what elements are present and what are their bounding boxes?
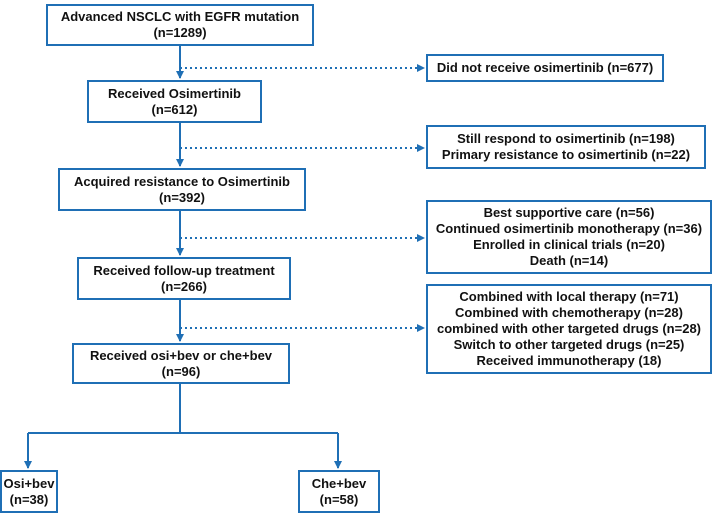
exclusion-line: Switch to other targeted drugs (n=25) bbox=[453, 337, 685, 352]
box-count: (n=38) bbox=[9, 491, 49, 507]
box-count: (n=1289) bbox=[153, 25, 207, 40]
box-line: Advanced NSCLC with EGFR mutation bbox=[60, 9, 300, 24]
exclusion-line: Primary resistance to osimertinib (n=22) bbox=[441, 147, 691, 162]
exclusion-line: Did not receive osimertinib (n=677) bbox=[436, 60, 654, 75]
box-count: (n=58) bbox=[319, 491, 359, 507]
box-che-bev: Che+bev (n=58) bbox=[298, 470, 380, 513]
box-line: Acquired resistance to Osimertinib bbox=[73, 173, 290, 189]
exclusion-line: Combined with local therapy (n=71) bbox=[459, 289, 679, 304]
box-line: Received follow-up treatment bbox=[93, 262, 275, 278]
box-follow-up-treatment: Received follow-up treatment (n=266) bbox=[77, 257, 291, 300]
box-received-osimertinib: Received Osimertinib (n=612) bbox=[87, 80, 262, 123]
exclusion-line: Combined with chemotherapy (n=28) bbox=[455, 305, 683, 320]
box-other-treatments: Combined with local therapy (n=71) Combi… bbox=[426, 284, 712, 374]
box-osi-bev: Osi+bev (n=38) bbox=[0, 470, 58, 513]
exclusion-line: Death (n=14) bbox=[529, 253, 609, 268]
box-count: (n=266) bbox=[161, 278, 207, 294]
box-line: Received Osimertinib bbox=[108, 85, 241, 101]
exclusion-line: Still respond to osimertinib (n=198) bbox=[457, 131, 675, 146]
box-still-respond: Still respond to osimertinib (n=198) Pri… bbox=[426, 125, 706, 169]
box-best-supportive-care: Best supportive care (n=56) Continued os… bbox=[426, 200, 712, 274]
box-did-not-receive: Did not receive osimertinib (n=677) bbox=[426, 54, 664, 82]
box-line: Che+bev bbox=[311, 475, 367, 491]
exclusion-line: Enrolled in clinical trials (n=20) bbox=[473, 237, 665, 252]
box-count: (n=392) bbox=[159, 189, 205, 205]
exclusion-line: Continued osimertinib monotherapy (n=36) bbox=[435, 221, 703, 236]
box-count: (n=612) bbox=[151, 101, 198, 117]
exclusion-line: combined with other targeted drugs (n=28… bbox=[437, 321, 701, 336]
exclusion-line: Received immunotherapy (18) bbox=[476, 353, 662, 368]
box-line: Osi+bev bbox=[3, 475, 55, 491]
exclusion-line: Best supportive care (n=56) bbox=[483, 205, 655, 220]
box-advanced-nsclc: Advanced NSCLC with EGFR mutation (n=128… bbox=[46, 4, 314, 46]
box-acquired-resistance: Acquired resistance to Osimertinib (n=39… bbox=[58, 168, 306, 211]
box-line: Received osi+bev or che+bev bbox=[89, 347, 273, 363]
box-osibev-or-chebev: Received osi+bev or che+bev (n=96) bbox=[72, 343, 290, 384]
box-count: (n=96) bbox=[161, 363, 201, 379]
